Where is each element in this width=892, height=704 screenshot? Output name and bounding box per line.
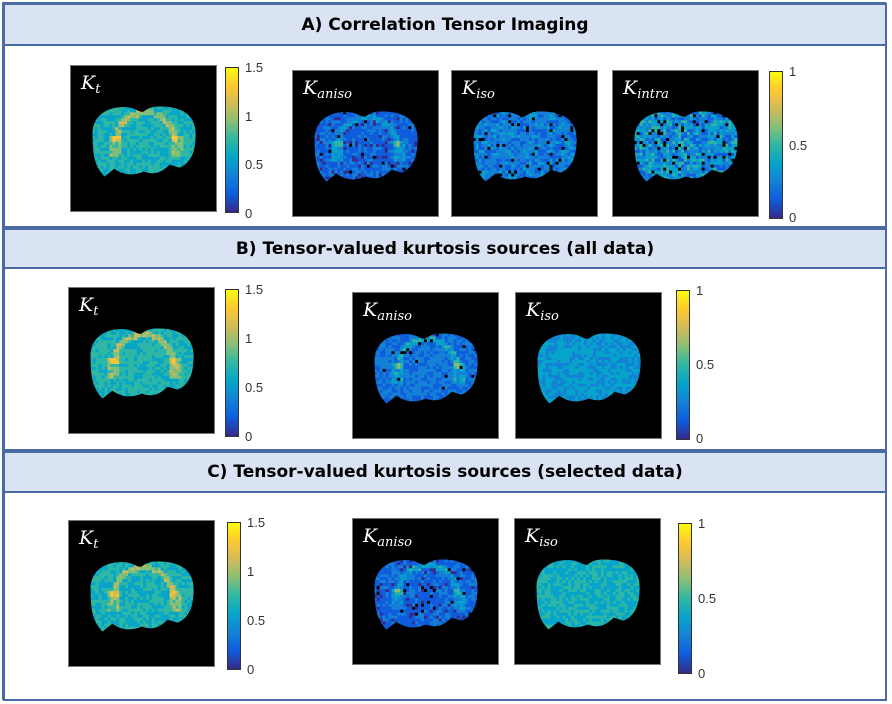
c-k-colorbar — [678, 523, 692, 674]
map-label: Kiso — [462, 77, 495, 102]
a-kaniso-map: Kaniso — [292, 70, 439, 217]
map-label: Kaniso — [363, 525, 412, 550]
cbar-tick: 0 — [247, 662, 255, 677]
map-label: Kaniso — [363, 299, 412, 324]
section-b-header: B) Tensor-valued kurtosis sources (all d… — [3, 228, 887, 269]
cbar-tick: 1 — [696, 283, 704, 298]
cbar-tick: 0 — [698, 666, 706, 681]
cbar-tick: 1 — [698, 516, 706, 531]
c-kaniso-map: Kaniso — [352, 518, 499, 665]
cbar-tick: 0.5 — [245, 157, 264, 172]
b-kaniso-map: Kaniso — [352, 292, 499, 439]
section-c-header: C) Tensor-valued kurtosis sources (selec… — [3, 451, 887, 493]
brain-slice-image — [634, 111, 738, 182]
cbar-tick: 1.5 — [247, 515, 266, 530]
map-label: Kt — [81, 72, 101, 97]
brain-slice-image — [374, 559, 478, 630]
cbar-tick: 1 — [245, 109, 253, 124]
cbar-tick: 0.5 — [698, 591, 717, 606]
map-label: Kiso — [526, 299, 559, 324]
cbar-tick: 1 — [789, 64, 797, 79]
a-kintra-map: Kintra — [612, 70, 759, 217]
cbar-tick: 0 — [245, 206, 253, 221]
cbar-tick: 1 — [245, 331, 253, 346]
cbar-tick: 1.5 — [245, 282, 264, 297]
brain-slice-image — [536, 559, 640, 630]
c-kt-map: Kt — [68, 520, 215, 667]
a-k-colorbar — [769, 71, 783, 219]
b-kt-map: Kt — [68, 287, 215, 434]
b-kt-colorbar — [225, 289, 239, 437]
a-kiso-map: Kiso — [451, 70, 598, 217]
brain-slice-image — [314, 111, 418, 182]
cbar-tick: 0.5 — [696, 357, 715, 372]
map-label: Kaniso — [303, 77, 352, 102]
map-label: Kiso — [525, 525, 558, 550]
cbar-tick: 0.5 — [247, 613, 266, 628]
cbar-tick: 1 — [247, 564, 255, 579]
cbar-tick: 1.5 — [245, 60, 264, 75]
section-a-title: A) Correlation Tensor Imaging — [301, 14, 589, 35]
c-kt-colorbar — [227, 522, 241, 670]
a-kt-colorbar — [225, 67, 239, 213]
section-b-title: B) Tensor-valued kurtosis sources (all d… — [235, 238, 655, 259]
c-kiso-map: Kiso — [514, 518, 661, 665]
cbar-tick: 0.5 — [789, 138, 808, 153]
brain-slice-image — [92, 106, 196, 177]
cbar-tick: 0 — [245, 429, 253, 444]
brain-slice-image — [90, 328, 194, 399]
map-label: Kintra — [623, 77, 669, 102]
cbar-tick: 0 — [789, 210, 797, 225]
brain-slice-image — [374, 333, 478, 404]
b-k-colorbar — [676, 290, 690, 440]
a-kt-map: Kt — [70, 65, 217, 212]
map-label: Kt — [79, 527, 99, 552]
brain-slice-image — [90, 561, 194, 632]
section-c-title: C) Tensor-valued kurtosis sources (selec… — [207, 462, 683, 482]
brain-slice-image — [537, 333, 641, 404]
b-kiso-map: Kiso — [515, 292, 662, 439]
map-label: Kt — [79, 294, 99, 319]
brain-slice-image — [473, 111, 577, 182]
section-a-header: A) Correlation Tensor Imaging — [3, 3, 887, 46]
cbar-tick: 0.5 — [245, 380, 264, 395]
cbar-tick: 0 — [696, 431, 704, 446]
